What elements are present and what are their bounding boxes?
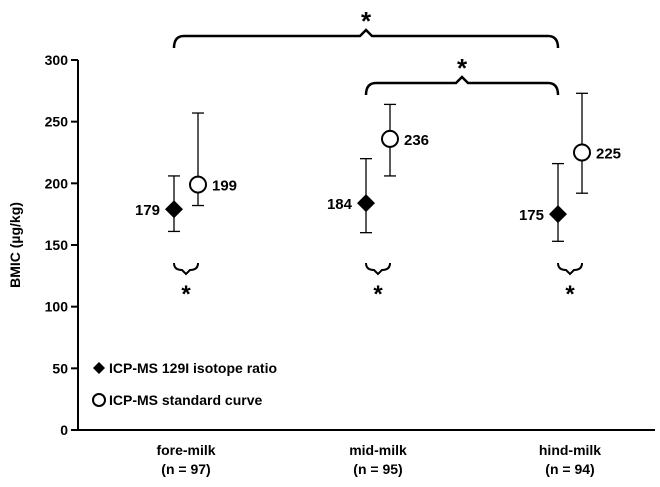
y-tick-label: 300 (45, 52, 69, 68)
significance-star: * (361, 6, 372, 36)
y-tick-label: 200 (45, 175, 69, 191)
data-point-circle (573, 143, 591, 162)
x-tick-label: mid-milk (349, 442, 407, 458)
y-tick-label: 0 (60, 422, 68, 438)
y-tick-label: 100 (45, 299, 69, 315)
data-point-diamond (549, 205, 567, 224)
y-tick-label: 250 (45, 114, 69, 130)
legend-marker-circle (92, 393, 106, 407)
x-tick-label: fore-milk (156, 442, 215, 458)
significance-star: * (373, 281, 383, 308)
legend-label-isotope-ratio: ICP-MS 129I isotope ratio (109, 360, 277, 376)
significance-bracket-small (365, 262, 391, 276)
data-label: 199 (212, 178, 237, 195)
data-point-circle (189, 175, 207, 194)
y-tick-label: 150 (45, 237, 69, 253)
y-tick-label: 50 (52, 360, 68, 376)
legend-marker-diamond (93, 362, 105, 374)
data-point-circle (381, 129, 399, 148)
significance-star: * (565, 281, 575, 308)
x-tick-sublabel: (n = 94) (545, 461, 594, 477)
data-point-diamond (357, 194, 375, 213)
significance-bracket-large (172, 28, 560, 49)
data-point-diamond (165, 200, 183, 219)
significance-star: * (457, 53, 468, 83)
significance-bracket-large (364, 75, 560, 96)
x-tick-label: hind-milk (539, 442, 601, 458)
x-tick-sublabel: (n = 95) (353, 461, 402, 477)
data-label: 225 (596, 146, 621, 163)
significance-star: * (181, 281, 191, 308)
data-label: 236 (404, 132, 429, 149)
significance-bracket-small (173, 262, 199, 276)
data-label: 184 (327, 196, 353, 213)
significance-bracket-small (557, 262, 583, 276)
data-label: 179 (135, 202, 160, 219)
data-label: 175 (519, 207, 544, 224)
legend-label-standard-curve: ICP-MS standard curve (109, 392, 262, 408)
y-axis-label: BMIC (µg/kg) (7, 202, 23, 288)
legend: ICP-MS 129I isotope ratio ICP-MS standar… (92, 360, 277, 408)
x-tick-sublabel: (n = 97) (161, 461, 210, 477)
